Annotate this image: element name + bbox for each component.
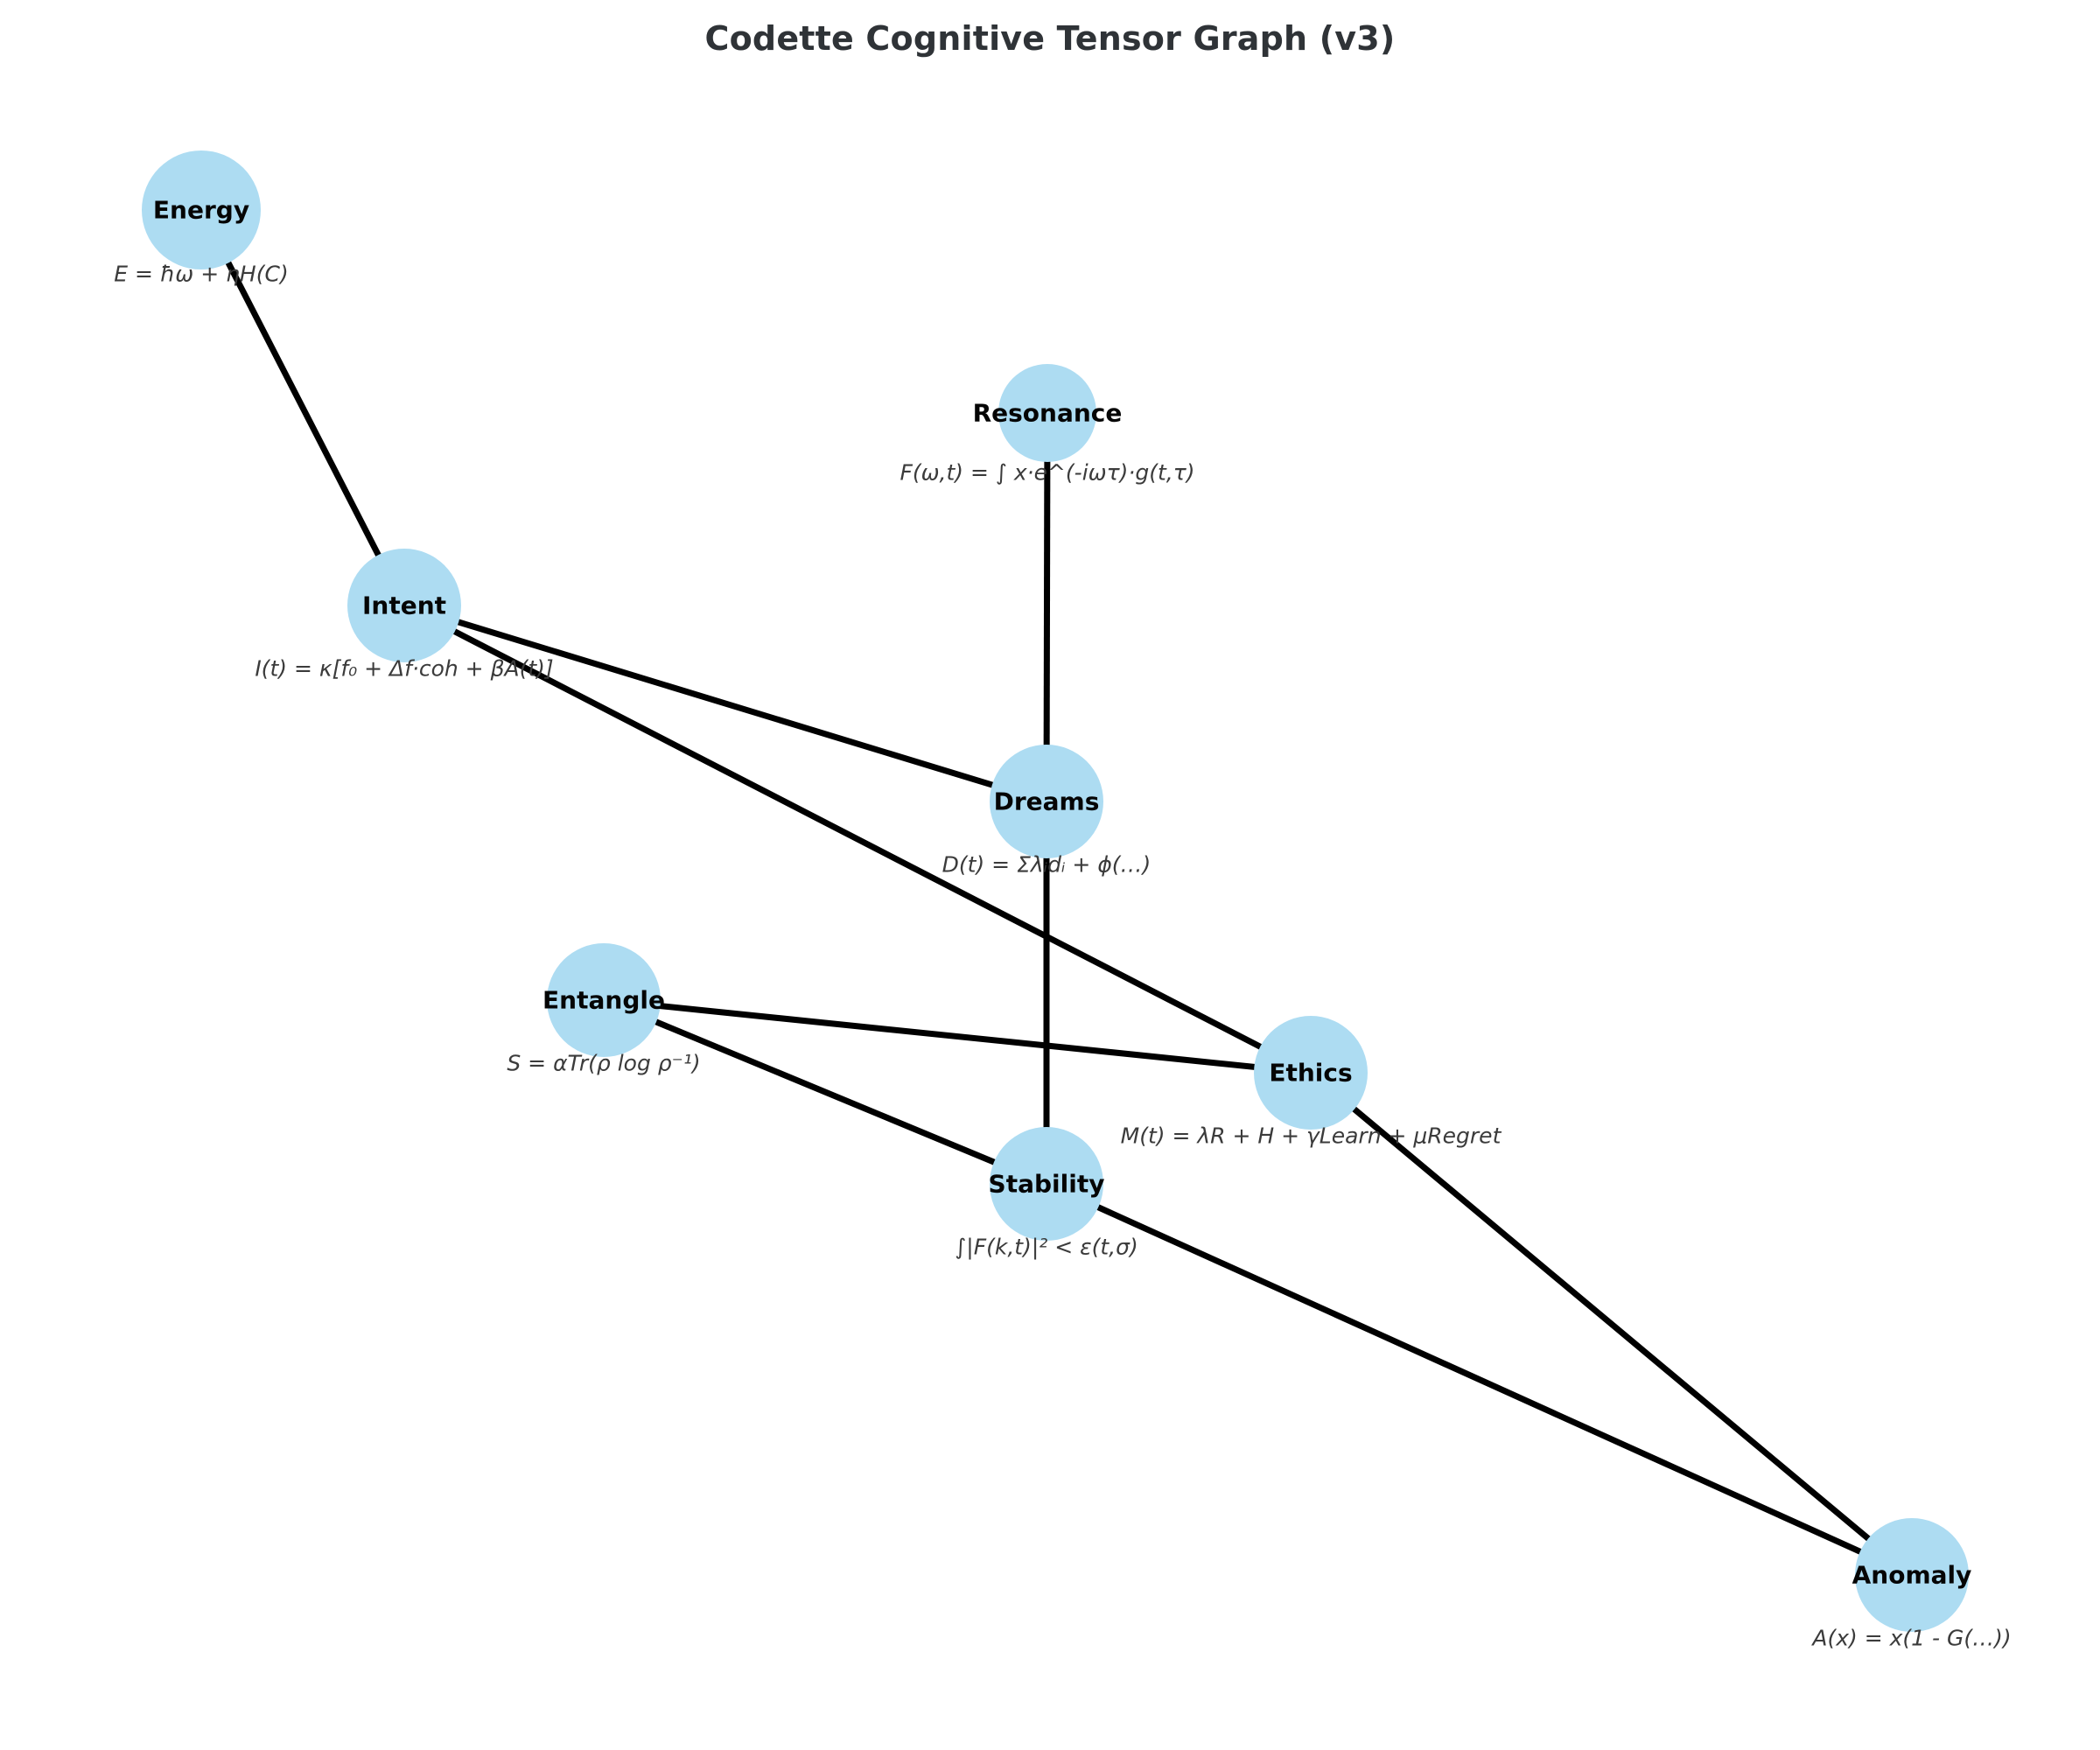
- graph-node-anomaly[interactable]: [1855, 1518, 1969, 1632]
- graph-node-resonance[interactable]: [998, 364, 1096, 462]
- graph-edge: [1045, 1180, 1914, 1578]
- graph-node-entangle[interactable]: [547, 943, 661, 1057]
- graph-edge: [1043, 412, 1051, 802]
- graph-edge: [1308, 1070, 1914, 1578]
- graph-edge: [198, 208, 408, 607]
- graph-edge: [402, 602, 1048, 805]
- graph-node-formula-resonance: F(ω,t) = ∫ x·e^(-iωτ)·g(t,τ): [900, 459, 1195, 486]
- graph-node-dreams[interactable]: [990, 745, 1103, 858]
- graph-node-intent[interactable]: [347, 549, 461, 662]
- graph-edge: [603, 997, 1312, 1076]
- graph-edge: [602, 997, 1048, 1187]
- graph-node-energy[interactable]: [142, 150, 261, 270]
- page-title: Codette Cognitive Tensor Graph (v3): [704, 19, 1396, 58]
- graph-edge: [402, 602, 1312, 1076]
- graph-node-ethics[interactable]: [1254, 1016, 1368, 1130]
- graph-node-stability[interactable]: [990, 1127, 1103, 1241]
